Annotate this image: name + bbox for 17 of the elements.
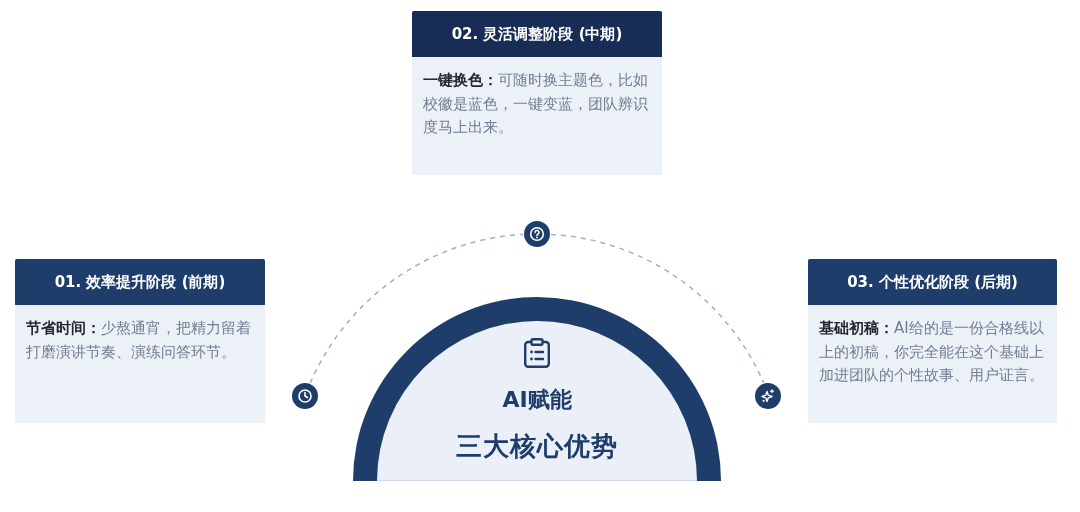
panel-subtitle: 三大核心优势 bbox=[456, 430, 618, 463]
stage-card bbox=[808, 259, 1057, 423]
card-text: 节省时间：少熬通宵，把精力留着打磨演讲节奏、演练问答环节。 bbox=[25, 318, 252, 363]
help-icon bbox=[524, 221, 550, 247]
stage-card bbox=[412, 11, 662, 175]
card-heading: 02. 灵活调整阶段 (中期) bbox=[412, 11, 662, 57]
dashed-connector bbox=[550, 233, 765, 384]
card-text: 一键换色：可随时换主题色，比如校徽是蓝色，一键变蓝，团队辨识度马上出来。 bbox=[422, 70, 649, 138]
semicircle-panel bbox=[353, 297, 721, 481]
card-heading: 03. 个性优化阶段 (后期) bbox=[808, 259, 1057, 305]
card-heading: 01. 效率提升阶段 (前期) bbox=[15, 259, 265, 305]
panel-title: AI赋能 bbox=[502, 386, 572, 414]
sparkle-icon bbox=[755, 383, 781, 409]
dashed-connector bbox=[309, 233, 524, 384]
clock-icon bbox=[292, 383, 318, 409]
card-text: 基础初稿：AI给的是一份合格线以上的初稿，你完全能在这个基础上加进团队的个性故事、用户证言。 bbox=[818, 318, 1045, 386]
stage-card bbox=[15, 259, 265, 423]
